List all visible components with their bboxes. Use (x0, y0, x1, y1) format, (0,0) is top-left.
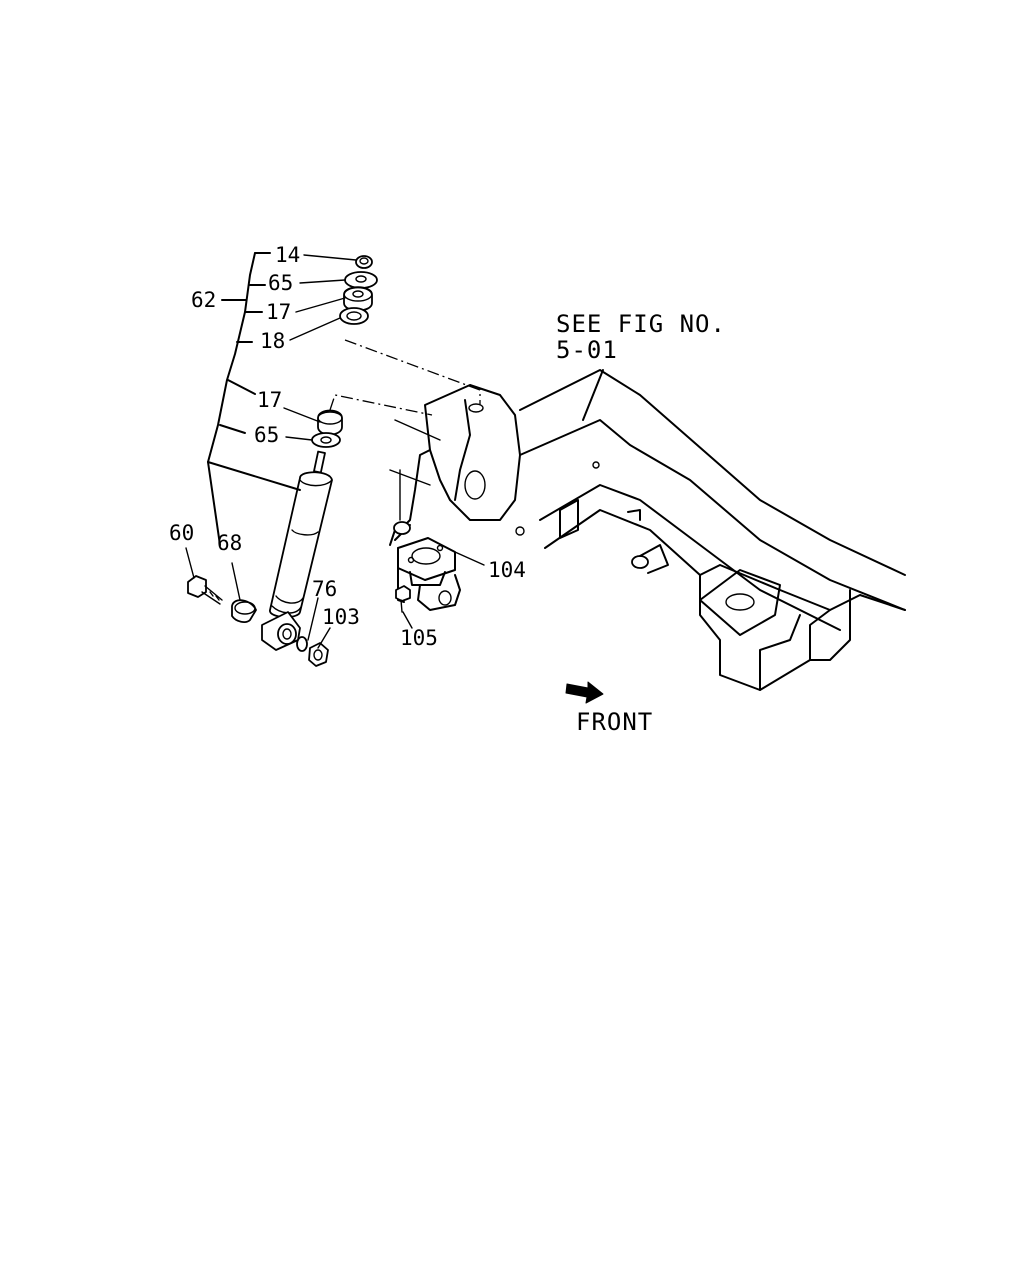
hardware-parts (187, 255, 378, 667)
reference-note-line1: SEE FIG NO. (556, 310, 726, 338)
callout-76: 76 (312, 577, 337, 601)
callout-60: 60 (169, 521, 194, 545)
callout-103: 103 (322, 605, 360, 629)
callout-65-upper: 65 (268, 271, 293, 295)
callout-62: 62 (191, 288, 216, 312)
shock-upper-bracket (389, 384, 521, 546)
callout-65-lower: 65 (254, 423, 279, 447)
frame-assembly (389, 369, 906, 691)
callout-104: 104 (488, 558, 526, 582)
callout-14: 14 (275, 243, 300, 267)
front-arrow-icon (565, 681, 604, 704)
callout-105: 105 (400, 626, 438, 650)
callout-17-lower: 17 (257, 388, 282, 412)
front-label: FRONT (576, 708, 653, 736)
lower-mount (395, 537, 461, 613)
callout-68: 68 (217, 531, 242, 555)
callout-17-upper: 17 (266, 300, 291, 324)
reference-note-line2: 5-01 (556, 336, 618, 364)
leader-lines (185, 252, 604, 649)
callout-18: 18 (260, 329, 285, 353)
shock-absorber (261, 450, 333, 651)
